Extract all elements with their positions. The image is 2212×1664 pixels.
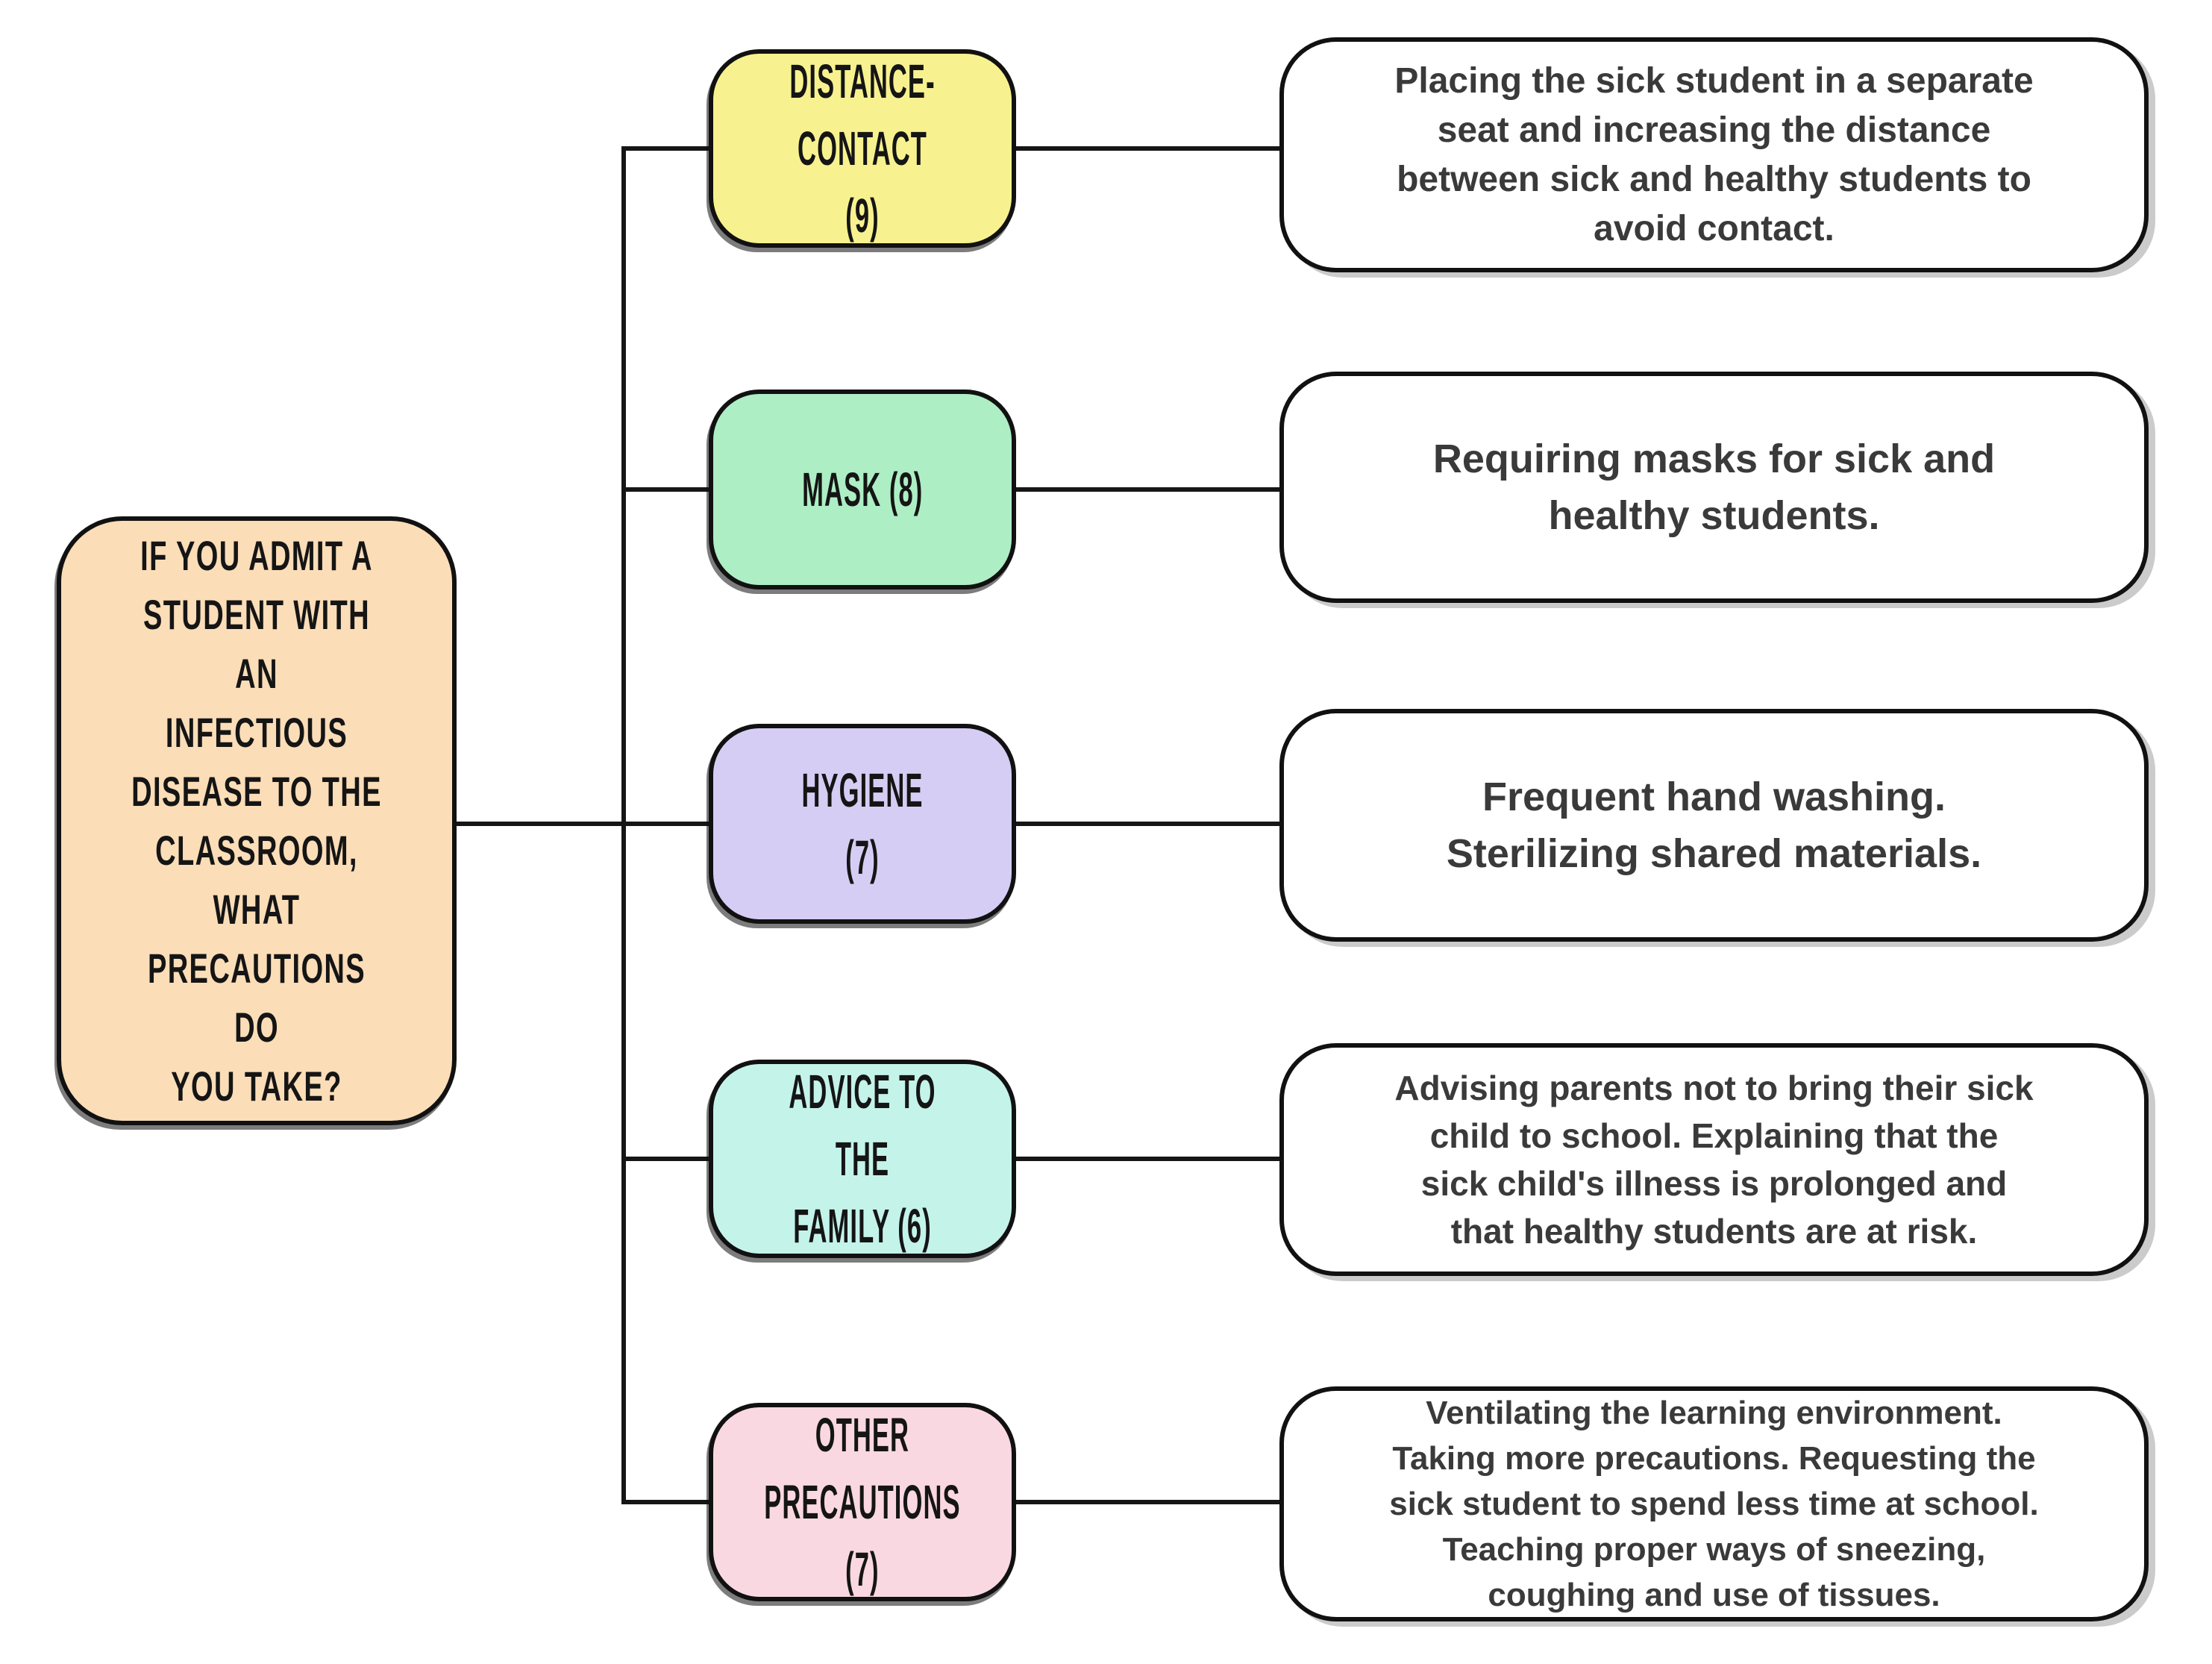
branch-description-other-precautions: Ventilating the learning environment. Ta… xyxy=(1279,1386,2149,1621)
connector-spine-to-advice-family xyxy=(621,1157,712,1161)
branch-description-text: Advising parents not to bring their sick… xyxy=(1394,1069,2034,1251)
branch-node-distance-contact: DISTANCE-CONTACT (9) xyxy=(709,49,1016,248)
branch-node-label: MASK (8) xyxy=(801,463,924,516)
question-node-text: IF YOU ADMIT A STUDENT WITH AN INFECTIOU… xyxy=(131,532,382,1110)
connector-spine-to-other-precautions xyxy=(621,1500,712,1504)
branch-node-label: HYGIENE (7) xyxy=(801,763,924,884)
connector-mask-to-description xyxy=(1015,487,1282,492)
branch-description-text: Requiring masks for sick and healthy stu… xyxy=(1432,437,1996,538)
branch-node-label: DISTANCE-CONTACT (9) xyxy=(789,54,936,243)
branch-node-label: ADVICE TO THE FAMILY (6) xyxy=(789,1065,936,1253)
connector-spine-to-distance-contact xyxy=(621,146,712,151)
connector-spine-to-mask xyxy=(621,487,712,492)
connector-trunk-question-to-hygiene xyxy=(455,822,712,826)
branch-description-text: Placing the sick student in a separate s… xyxy=(1394,60,2034,248)
branch-node-hygiene: HYGIENE (7) xyxy=(709,724,1016,924)
connector-hygiene-to-description xyxy=(1015,822,1282,826)
branch-description-hygiene: Frequent hand washing. Sterilizing share… xyxy=(1279,709,2149,942)
branch-node-mask: MASK (8) xyxy=(709,390,1016,589)
branch-description-text: Ventilating the learning environment. Ta… xyxy=(1389,1395,2039,1613)
connector-other-precautions-to-description xyxy=(1015,1500,1282,1504)
connector-advice-family-to-description xyxy=(1015,1157,1282,1161)
branch-description-distance-contact: Placing the sick student in a separate s… xyxy=(1279,37,2149,272)
connector-distance-contact-to-description xyxy=(1015,146,1282,151)
branch-description-mask: Requiring masks for sick and healthy stu… xyxy=(1279,372,2149,603)
branch-description-advice-family: Advising parents not to bring their sick… xyxy=(1279,1043,2149,1276)
branch-node-advice-family: ADVICE TO THE FAMILY (6) xyxy=(709,1060,1016,1258)
branch-description-text: Frequent hand washing. Sterilizing share… xyxy=(1446,775,1982,876)
branch-node-label: OTHER PRECAUTIONS (7) xyxy=(764,1408,961,1596)
question-node: IF YOU ADMIT A STUDENT WITH AN INFECTIOU… xyxy=(57,516,457,1125)
branch-node-other-precautions: OTHER PRECAUTIONS (7) xyxy=(709,1403,1016,1601)
